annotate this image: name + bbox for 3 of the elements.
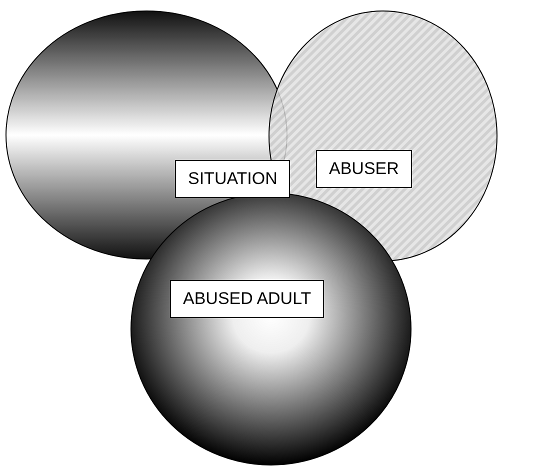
- circle-label: ABUSED ADULT: [170, 280, 324, 318]
- circle-label: SITUATION: [175, 160, 290, 198]
- circle-label: ABUSER: [316, 150, 412, 188]
